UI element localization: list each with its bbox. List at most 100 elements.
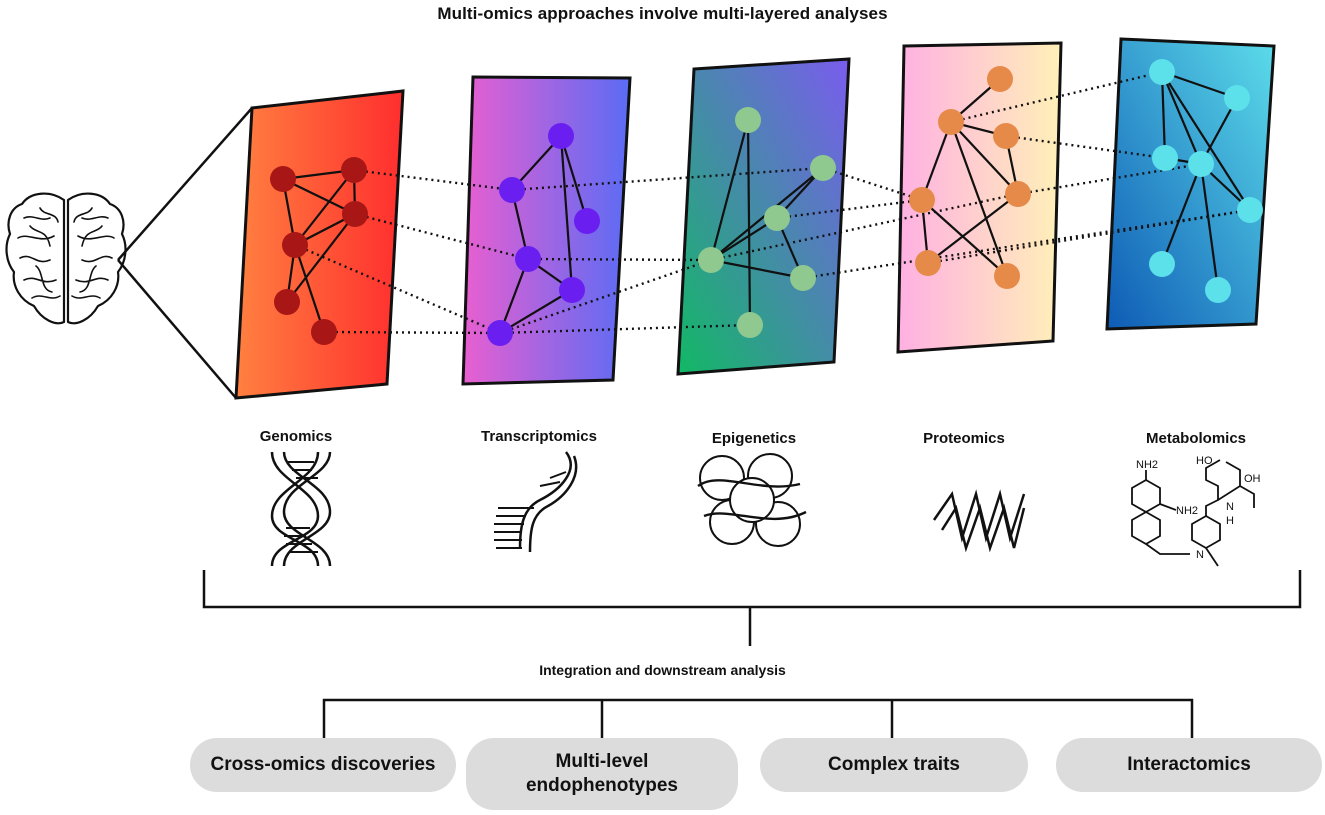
network-edge [499,289,573,334]
outcome-cross-omics-discoveries: Cross-omics discoveries [190,738,456,792]
network-metabolomics [1149,59,1263,303]
network-edge [559,135,574,291]
cross-layer-link [710,192,1019,262]
network-node [499,177,525,203]
molecule-label-oh: OH [1244,473,1261,485]
network-transcriptomics [487,123,600,346]
outcome-complex-traits: Complex traits [760,738,1028,792]
cross-layer-link [294,243,501,335]
network-edge [927,193,1019,264]
network-node [938,109,964,135]
network-node [810,155,836,181]
network-node [1188,151,1214,177]
cross-layer-link [776,198,923,220]
network-node [282,232,308,258]
network-edge [1160,71,1167,159]
network-node [915,250,941,276]
network-edge [286,213,356,303]
protein-helix-icon [932,489,1026,553]
molecule-label-nh2-mid: NH2 [1176,505,1198,517]
zoom-lines [117,107,253,399]
network-edge [709,119,750,261]
outcome-branches [322,698,1194,738]
network-edge [921,199,1008,277]
network-node [987,66,1013,92]
network-node [994,263,1020,289]
network-edge [1199,163,1220,291]
layer-label-transcriptomics: Transcriptomics [481,428,597,445]
integration-bracket [202,570,1302,646]
network-node [311,319,337,345]
network-node [270,166,296,192]
network-node [1205,277,1231,303]
molecule-label-n-amide: N [1226,501,1234,513]
network-edge [710,258,804,280]
layer-label-metabolomics: Metabolomics [1145,430,1247,447]
network-edge [710,217,778,261]
molecule-structure-icon: NH2 NH2 HO OH N H N [1131,455,1261,567]
network-edge [498,258,530,334]
network-edge [1160,163,1203,265]
network-node [1149,59,1175,85]
network-edge [1161,71,1251,211]
cross-layer-link [353,168,513,192]
layer-label-genomics: Genomics [259,428,333,445]
molecule-label-ho: HO [1196,455,1213,467]
layer-label-proteomics: Proteomics [923,430,1005,447]
network-node [737,312,763,338]
cross-layer-link [950,70,1163,124]
network-edge [293,244,326,333]
network-node [1237,197,1263,223]
network-proteomics [909,66,1031,289]
network-node [1224,85,1250,111]
network-node [909,187,935,213]
network-node [559,277,585,303]
diagram-title: Multi-omics approaches involve multi-lay… [437,4,888,23]
network-node [735,107,761,133]
cross-layer-link [511,166,824,192]
integration-label: Integration and downstream analysis [539,662,786,678]
network-node [487,320,513,346]
rna-strand-icon [494,451,578,553]
cross-layer-link [1005,134,1166,160]
network-edge [920,121,953,201]
layer-panel-transcriptomics [461,75,632,386]
network-edge [1161,70,1238,100]
network-node [790,265,816,291]
cross-layer-link [1017,162,1202,196]
network-node [1152,145,1178,171]
cross-layer-link [499,258,712,335]
network-node [548,123,574,149]
network-edge [559,135,589,222]
network-edge [282,178,356,215]
dna-double-helix-icon [270,451,332,567]
molecule-label-n-amine: N [1196,549,1204,561]
outcome-interactomics: Interactomics [1056,738,1322,792]
network-epigenetics [698,107,836,338]
network-node [764,205,790,231]
layer-panel-genomics [234,89,405,400]
network-node [1149,251,1175,277]
network-edge [1160,71,1203,165]
network-node [1005,181,1031,207]
layer-label-epigenetics: Epigenetics [711,430,797,447]
network-edge [949,121,1009,277]
network-node [274,289,300,315]
network-edge [746,119,752,326]
network-edge [950,121,1019,195]
cross-layer-link [527,257,712,262]
outcome-multi-level-endophenotypes: Multi-level endophenotypes [466,738,738,810]
network-edge [294,169,355,246]
network-genomics [270,157,368,345]
network-node [342,201,368,227]
nucleosome-icon [697,453,807,547]
network-node [698,247,724,273]
molecule-label-h-amide: H [1226,515,1234,527]
network-node [341,157,367,183]
molecule-label-nh2-top: NH2 [1136,459,1158,471]
network-node [993,123,1019,149]
brain-icon [5,192,127,325]
network-node [574,208,600,234]
